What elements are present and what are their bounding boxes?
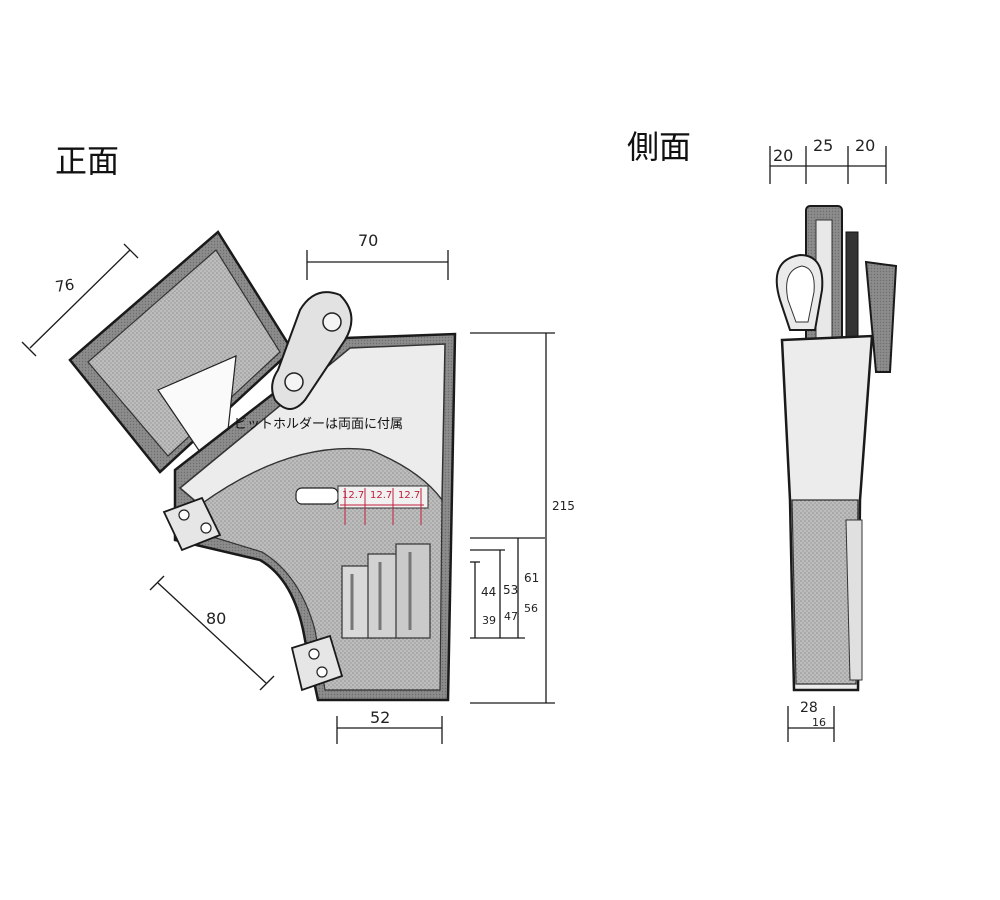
side-lower-panel (791, 499, 859, 685)
dim-pocket-b-sub-label: 47 (504, 610, 518, 623)
dim-pocket-b-label: 53 (503, 583, 518, 597)
bit-slot-label-3: 12.7 (398, 490, 420, 501)
side-screwdriver (845, 231, 859, 343)
dim-side-right-label: 20 (855, 136, 875, 155)
pocket-medium (367, 553, 401, 639)
side-view-title: 側面 (627, 128, 691, 166)
dim-diag-width-label: 80 (206, 609, 226, 628)
side-view-drawing (775, 205, 898, 692)
pocket-large (395, 543, 431, 639)
dim-pocket-c-label: 61 (524, 571, 539, 585)
bit-holder-strip (337, 485, 429, 509)
flap-inner-panel (87, 249, 281, 457)
brand-label (295, 487, 339, 505)
strap-snap-top (322, 312, 342, 332)
bit-slot-label-2: 12.7 (370, 490, 392, 501)
dim-pocket-a-sub-label: 39 (482, 614, 496, 627)
dim-side-bottom-label: 28 (800, 700, 818, 716)
bit-holder-note: ビットホルダーは両面に付属 (234, 417, 403, 432)
bottom-tab-snap-icon (316, 666, 328, 678)
dim-height-label: 215 (552, 499, 575, 513)
front-view-drawing (68, 230, 457, 702)
bit-slot-markers: 12.7 12.7 12.7 (340, 488, 424, 525)
dim-flap-width-label: 76 (54, 275, 75, 295)
front-view-title: 正面 (55, 142, 119, 180)
strap-snap-bottom (284, 372, 304, 392)
side-pocket-edge (845, 519, 863, 681)
bottom-tab-snap-icon (308, 648, 320, 660)
side-strap-inner (786, 265, 815, 323)
dim-top-width-label: 70 (358, 231, 378, 250)
bottom-snap-tab (290, 634, 344, 692)
left-tab-snap-icon (200, 522, 212, 534)
front-dimension-lines (21, 243, 555, 744)
dim-bottom-width-label: 52 (370, 708, 390, 727)
dim-pocket-c-sub-label: 56 (524, 602, 538, 615)
dim-pocket-a-label: 44 (481, 585, 496, 599)
left-tab-snap-icon (178, 509, 190, 521)
dim-side-mid-label: 25 (813, 136, 833, 155)
dim-side-bottom-sub-label: 16 (812, 716, 826, 729)
side-dimension-lines (769, 146, 887, 742)
bit-slot-label-1: 12.7 (342, 490, 364, 501)
dim-side-left-label: 20 (773, 146, 793, 165)
left-snap-tab (162, 496, 222, 552)
